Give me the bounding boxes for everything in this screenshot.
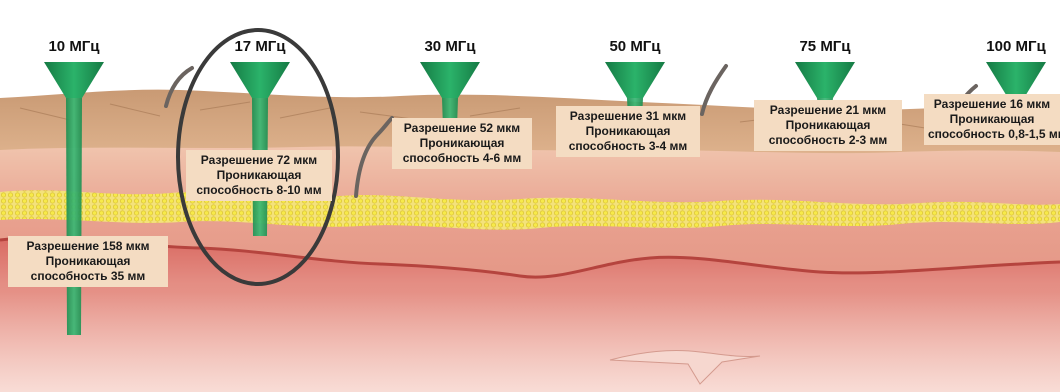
resolution-text: Разрешение 158 мкм xyxy=(12,239,164,254)
freq-label-50: 50 МГц xyxy=(609,38,660,55)
resolution-text: Разрешение 52 мкм xyxy=(396,121,528,136)
penetration-depth: способность 3-4 мм xyxy=(560,139,696,154)
freq-label-75: 75 МГц xyxy=(799,38,850,55)
info-box-75: Разрешение 21 мкм Проникающая способност… xyxy=(754,100,902,151)
resolution-text: Разрешение 72 мкм xyxy=(190,153,328,168)
probe-beam xyxy=(66,98,82,335)
penetration-depth: способность 0,8-1,5 мм xyxy=(928,127,1056,142)
freq-label-30: 30 МГц xyxy=(424,38,475,55)
info-box-17: Разрешение 72 мкм Проникающая способност… xyxy=(186,150,332,201)
penetration-depth: способность 2-3 мм xyxy=(758,133,898,148)
info-box-10: Разрешение 158 мкм Проникающая способнос… xyxy=(8,236,168,287)
probe-head xyxy=(795,62,855,98)
penetration-label: Проникающая xyxy=(12,254,164,269)
probe-head xyxy=(986,62,1046,98)
info-box-100: Разрешение 16 мкм Проникающая способност… xyxy=(924,94,1060,145)
resolution-text: Разрешение 16 мкм xyxy=(928,97,1056,112)
probe-head xyxy=(230,62,290,98)
info-box-30: Разрешение 52 мкм Проникающая способност… xyxy=(392,118,532,169)
penetration-depth: способность 4-6 мм xyxy=(396,151,528,166)
resolution-text: Разрешение 31 мкм xyxy=(560,109,696,124)
penetration-depth: способность 8-10 мм xyxy=(190,183,328,198)
probe-head xyxy=(605,62,665,98)
freq-label-17: 17 МГц xyxy=(234,38,285,55)
resolution-text: Разрешение 21 мкм xyxy=(758,103,898,118)
penetration-label: Проникающая xyxy=(190,168,328,183)
penetration-label: Проникающая xyxy=(928,112,1056,127)
probe-head xyxy=(420,62,480,98)
penetration-label: Проникающая xyxy=(396,136,528,151)
freq-label-10: 10 МГц xyxy=(48,38,99,55)
freq-label-100: 100 МГц xyxy=(986,38,1045,55)
penetration-label: Проникающая xyxy=(560,124,696,139)
info-box-50: Разрешение 31 мкм Проникающая способност… xyxy=(556,106,700,157)
penetration-label: Проникающая xyxy=(758,118,898,133)
penetration-depth: способность 35 мм xyxy=(12,269,164,284)
